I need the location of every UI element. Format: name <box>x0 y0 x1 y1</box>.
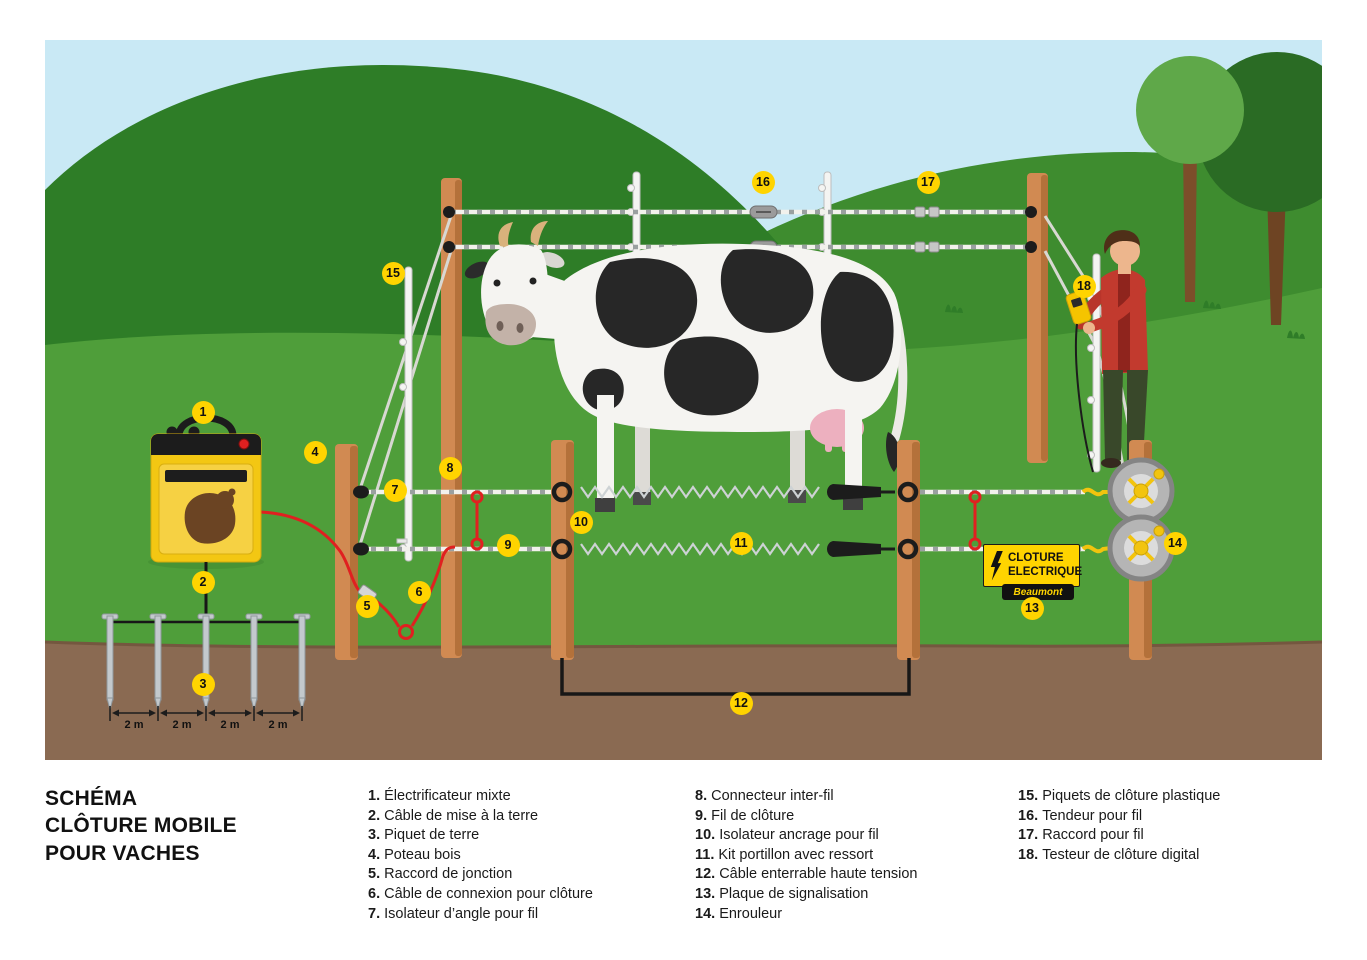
distance-label-3: 2 m <box>220 719 240 731</box>
legend-column-2: 8. Connecteur inter-fil 9. Fil de clôture… <box>695 787 918 924</box>
item-badge-18: 18 <box>1072 274 1096 298</box>
item-badge-13: 13 <box>1020 596 1044 620</box>
legend-item: 11. Kit portillon avec ressort <box>695 846 874 863</box>
legend-item: 7. Isolateur d’angle pour fil <box>368 905 539 922</box>
reel-top <box>1107 457 1175 525</box>
legend-item: 18. Testeur de clôture digital <box>1018 846 1200 863</box>
legend-item: 17. Raccord pour fil <box>1018 827 1144 844</box>
wooden-post-tall-left <box>441 178 462 658</box>
item-badge-3: 3 <box>191 672 215 696</box>
legend-item: 13. Plaque de signalisation <box>695 885 869 902</box>
dirt-edge <box>45 640 1322 649</box>
item-badge-11: 11 <box>729 531 753 555</box>
distance-arrows <box>109 706 303 721</box>
upper-fence <box>357 171 1138 658</box>
legend-item: 4. Poteau bois <box>368 846 461 863</box>
legend-item: 9. Fil de clôture <box>695 807 795 824</box>
item-badge-14: 14 <box>1163 531 1187 555</box>
legend-item: 16. Tendeur pour fil <box>1018 807 1143 824</box>
legend-item: 6. Câble de connexion pour clôture <box>368 885 593 902</box>
item-badge-9: 9 <box>496 533 520 557</box>
legend-column-1: 1. Électrificateur mixte 2. Câble de mise… <box>368 787 593 924</box>
legend-item: 5. Raccord de jonction <box>368 866 513 883</box>
interwire-connector-left <box>470 490 484 551</box>
item-badge-16: 16 <box>751 170 775 194</box>
cow <box>464 221 908 512</box>
legend-item: 8. Connecteur inter-fil <box>695 788 834 804</box>
legend-item: 14. Enrouleur <box>695 905 783 922</box>
ground-system <box>101 562 311 721</box>
title-line-1: SCHÉMA <box>45 787 138 810</box>
diagram-title: SCHÉMA CLÔTURE MOBILE POUR VACHES <box>45 785 237 867</box>
legend-item: 1. Électrificateur mixte <box>368 788 511 804</box>
cow-head <box>464 221 565 346</box>
legend-item: 15. Piquets de clôture plastique <box>1018 788 1221 804</box>
distance-label-1: 2 m <box>124 719 144 731</box>
item-badge-5: 5 <box>355 594 379 618</box>
title-line-3: POUR VACHES <box>45 841 200 865</box>
person <box>1065 230 1148 473</box>
legend-item: 12. Câble enterrable haute tension <box>695 866 918 883</box>
fence-tester <box>1065 290 1092 325</box>
warning-sign: CLOTURE ELECTRIQUE <box>983 544 1083 587</box>
grass-tufts <box>945 300 1305 339</box>
item-badge-1: 1 <box>191 400 215 424</box>
cow-patches <box>582 249 894 416</box>
gate-springs <box>580 485 820 556</box>
gate-handles <box>827 484 895 557</box>
corner-insulators <box>353 485 369 556</box>
legend-item: 10. Isolateur ancrage pour fil <box>695 827 879 844</box>
distance-label-2: 2 m <box>172 719 192 731</box>
item-badge-2: 2 <box>191 570 215 594</box>
distance-label-4: 2 m <box>268 719 288 731</box>
warning-sign-text: CLOTURE ELECTRIQUE <box>1008 551 1083 578</box>
dirt-strip <box>45 642 1322 760</box>
item-badge-6: 6 <box>407 580 431 604</box>
wire-raccord <box>914 206 940 253</box>
trees <box>1136 52 1322 325</box>
post-insulators-upper <box>443 206 1037 253</box>
title-line-2: CLÔTURE MOBILE <box>45 814 237 838</box>
sign-brand-plate: Beaumont <box>1002 584 1074 600</box>
ring-insulators <box>551 481 919 560</box>
interwire-connector-right <box>968 490 982 551</box>
item-badge-12: 12 <box>729 691 753 715</box>
fence-diagram-svg <box>45 40 1322 760</box>
bear-label <box>184 488 236 544</box>
legend-item: 3. Piquet de terre <box>368 827 480 844</box>
item-badge-15: 15 <box>381 261 405 285</box>
item-badge-17: 17 <box>916 170 940 194</box>
lower-fence <box>260 266 1175 696</box>
item-badge-7: 7 <box>383 478 407 502</box>
reel-bottom <box>1107 514 1175 582</box>
legend-item: 2. Câble de mise à la terre <box>368 807 539 824</box>
lightning-icon <box>990 550 1003 581</box>
earth-stakes <box>101 613 311 711</box>
item-badge-4: 4 <box>303 440 327 464</box>
item-badge-8: 8 <box>438 456 462 480</box>
legend-column-3: 15. Piquets de clôture plastique 16. Tend… <box>1018 787 1220 865</box>
energizer <box>148 414 264 569</box>
item-badge-10: 10 <box>569 510 593 534</box>
